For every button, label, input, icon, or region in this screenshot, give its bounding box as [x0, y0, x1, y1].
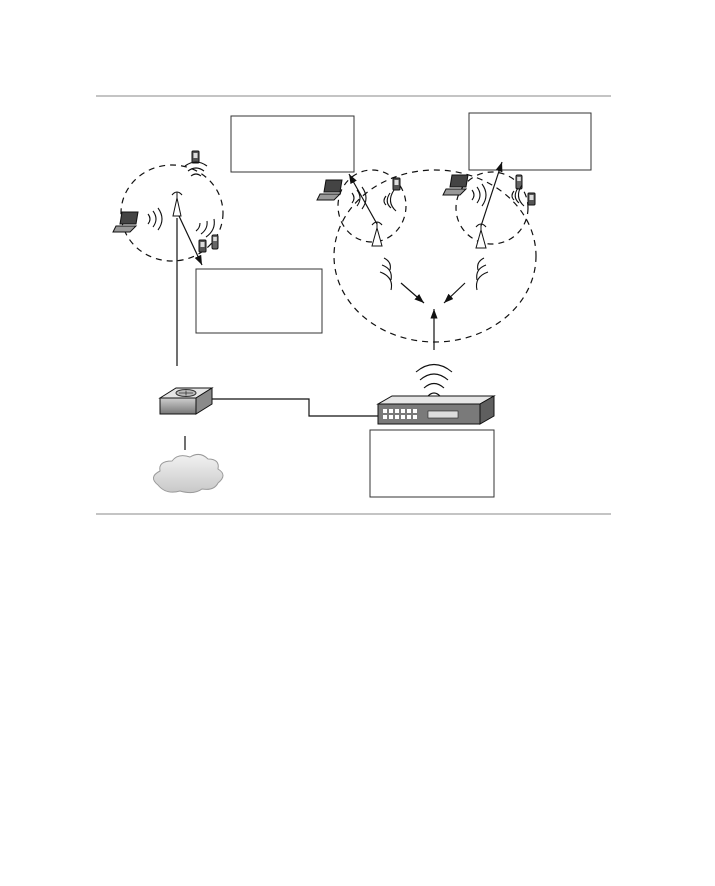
- label-box-top-center: [230, 115, 355, 173]
- laptop-icon: [112, 211, 139, 233]
- label-box-left: [195, 268, 323, 334]
- cloud-icon: [153, 453, 224, 494]
- label-box-switch: [369, 429, 495, 498]
- pda-icon: [191, 150, 200, 164]
- switch-icon: [376, 395, 496, 425]
- wireless-waves-icon: [147, 207, 163, 231]
- coverage-area-large: [333, 169, 537, 343]
- access-point-icon: [371, 221, 383, 247]
- wireless-waves-icon: [511, 184, 525, 207]
- pda-icon: [527, 192, 536, 206]
- router-to-switch-line: [211, 398, 378, 417]
- wireless-waves-icon: [415, 363, 453, 397]
- router-icon: [158, 387, 214, 415]
- access-point-icon: [171, 191, 183, 217]
- center-to-hub-arrow: [400, 282, 425, 304]
- coverage-area-right: [455, 171, 529, 245]
- wireless-waves-icon: [195, 218, 215, 238]
- pda-icon: [392, 177, 401, 191]
- laptop-icon: [442, 174, 469, 196]
- coverage-area-left: [120, 164, 224, 262]
- pda-icon: [198, 239, 207, 253]
- ap-center-to-box-arrow: [348, 173, 378, 225]
- wireless-waves-icon: [471, 183, 487, 207]
- phone-icon: [211, 234, 219, 250]
- label-box-top-right: [468, 112, 592, 171]
- ap-left-to-box-arrow: [178, 215, 203, 266]
- wireless-waves-icon: [351, 186, 367, 210]
- laptop-icon: [316, 179, 343, 201]
- right-to-hub-arrow: [443, 282, 466, 304]
- wireless-waves-icon: [184, 161, 208, 177]
- access-point-icon: [475, 223, 487, 249]
- coverage-area-center: [337, 169, 407, 243]
- wireless-waves-icon: [379, 257, 393, 291]
- phone-icon: [515, 174, 523, 190]
- wireless-waves-icon: [383, 189, 397, 212]
- ap-right-to-box-arrow: [480, 161, 503, 227]
- wireless-waves-icon: [475, 257, 489, 291]
